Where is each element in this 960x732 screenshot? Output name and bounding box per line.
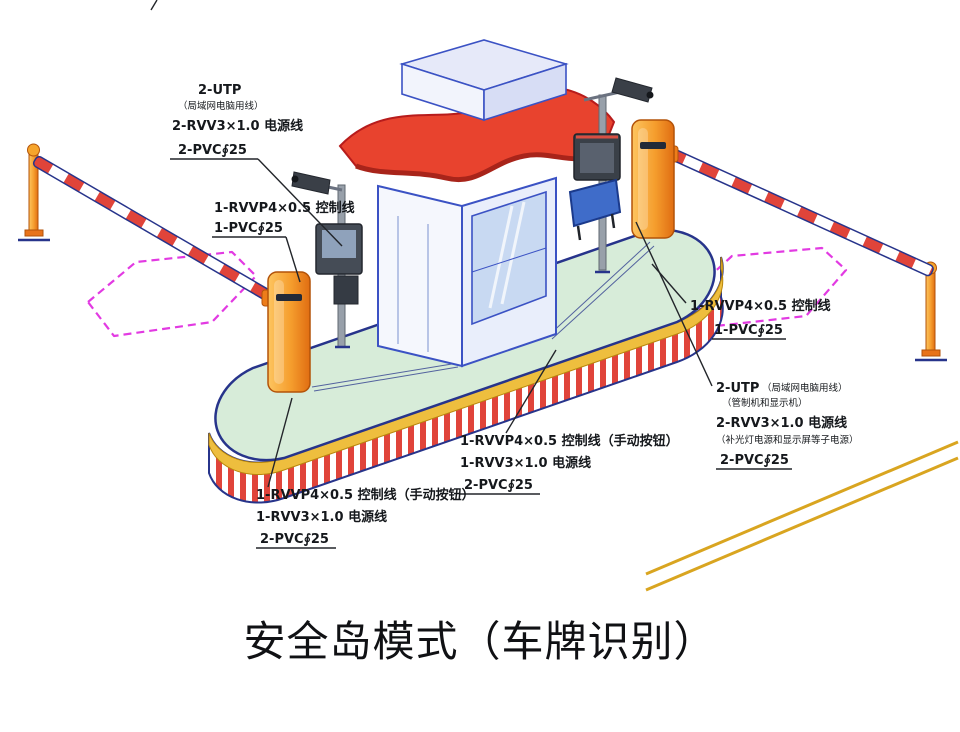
barrier-gate-right	[631, 119, 947, 362]
camera-left-lens	[291, 175, 299, 183]
leader-right-upper	[651, 263, 687, 304]
leader-left	[285, 236, 301, 283]
cabinet-sub-box	[333, 275, 359, 305]
window-sill-line	[471, 247, 547, 273]
cabinet-screen	[322, 230, 356, 258]
end-post-cap-left	[27, 143, 40, 157]
leader-top-left	[257, 158, 343, 247]
booth-left-wall	[377, 184, 463, 368]
ground-loop-right	[686, 246, 848, 328]
barrier-gate-left	[18, 143, 311, 393]
post-highlight	[274, 280, 284, 384]
window-shine	[488, 205, 514, 309]
canopy-underside-edge	[355, 149, 604, 182]
annotation-right-lower-3: 2-RVV3×1.0 电源线	[716, 415, 847, 431]
end-post-foot-left	[24, 229, 44, 237]
annotations: 2-UTP （局域网电脑用线） 2-RVV3×1.0 电源线 2-PVC∮25 …	[172, 83, 859, 547]
diagram-title: 安全岛模式（车牌识别）	[243, 617, 716, 666]
leader-right-lower	[635, 221, 713, 387]
camera-left	[291, 171, 331, 195]
island-curb-band	[208, 256, 724, 476]
cable-trench-lines	[645, 440, 959, 592]
annotation-right-lower-2s: （管制机和显示机）	[722, 397, 808, 409]
annotation-right-lower-1s: （局域网电脑用线）	[762, 382, 848, 394]
annotation-bottom-middle-3: 2-PVC∮25	[464, 478, 533, 493]
display-leg	[610, 213, 616, 229]
leader-lines	[170, 158, 792, 549]
barrier-end-post-right	[925, 269, 936, 355]
barrier-post-right	[631, 119, 675, 239]
post-slot-right	[640, 142, 666, 149]
post-highlight	[638, 128, 648, 230]
annotation-right-upper-2: 1-PVC∮25	[714, 323, 783, 338]
ground-loop-left	[86, 250, 258, 338]
window-shine	[500, 201, 526, 305]
annotation-top-left-1: 2-UTP	[198, 83, 241, 98]
annotation-bottom-left-2: 1-RVV3×1.0 电源线	[256, 509, 387, 525]
booth-window	[471, 190, 547, 326]
annotation-right-upper-1: 1-RVVP4×0.5 控制线	[690, 298, 831, 314]
post-slot-left	[276, 294, 302, 301]
leader-bottom-middle	[505, 349, 557, 434]
panel-screen	[580, 143, 614, 173]
annotation-left-2: 1-PVC∮25	[214, 221, 283, 236]
annotation-bottom-left-3: 2-PVC∮25	[260, 532, 329, 547]
annotation-right-lower-4s: （补光灯电源和显示屏等子电源）	[716, 434, 859, 446]
booth-roof-cap	[399, 39, 569, 122]
annotation-left-1: 1-RVVP4×0.5 控制线	[214, 200, 355, 216]
camera-pole-right	[568, 77, 654, 274]
led-display	[568, 178, 622, 228]
annotation-top-left-1s: （局域网电脑用线）	[178, 100, 264, 112]
annotation-bottom-left-1: 1-RVVP4×0.5 控制线（手动按钮）	[256, 487, 475, 503]
end-post-foot-right	[921, 349, 941, 357]
annotation-bottom-middle-1: 1-RVVP4×0.5 控制线（手动按钮）	[460, 433, 679, 449]
barrier-post-left	[267, 271, 311, 393]
camera-pole-left	[291, 171, 363, 349]
annotation-top-left-2: 2-RVV3×1.0 电源线	[172, 118, 303, 134]
annotation-right-lower-1: 2-UTP	[716, 381, 759, 396]
annotation-right-lower-5: 2-PVC∮25	[720, 453, 789, 468]
camera-right	[611, 77, 653, 103]
camera-bracket-left	[327, 185, 343, 192]
guard-booth	[338, 39, 616, 368]
camera-right-lens	[646, 91, 654, 99]
display-leg	[576, 225, 582, 241]
cropped-leader-line	[150, 0, 158, 11]
annotation-bottom-middle-2: 1-RVV3×1.0 电源线	[460, 455, 591, 471]
leader-bottom-left	[267, 397, 293, 488]
island-conduit-runs	[311, 241, 655, 392]
annotation-top-left-3: 2-PVC∮25	[178, 143, 247, 158]
